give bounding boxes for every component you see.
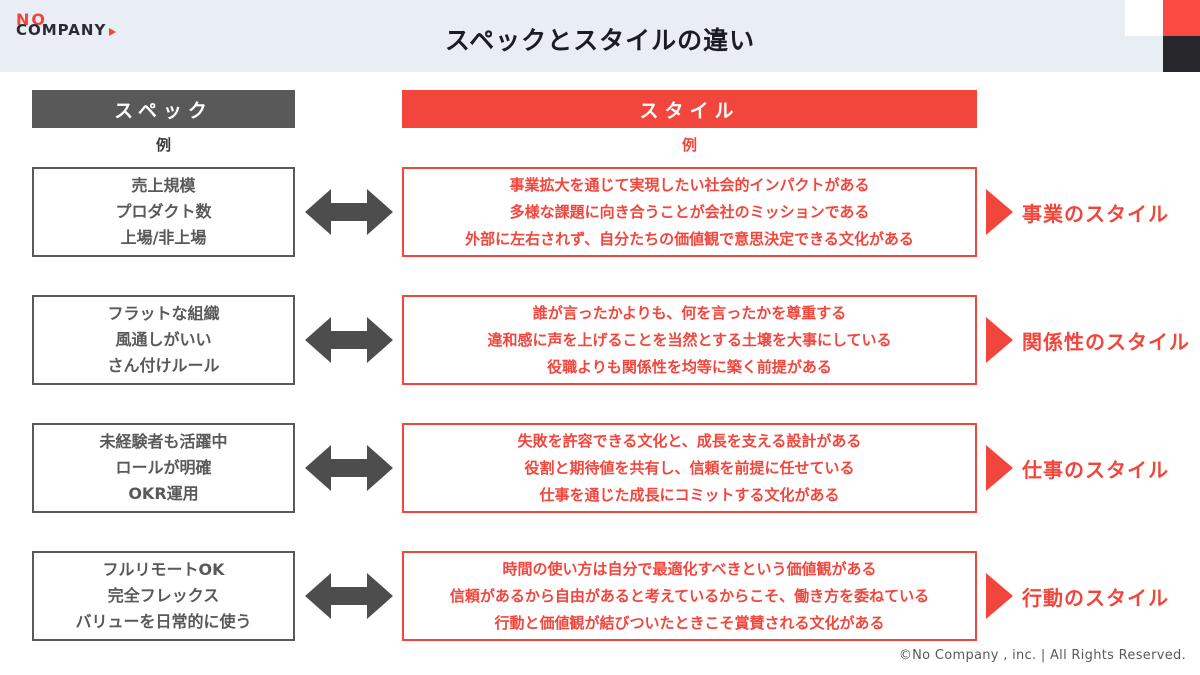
double-arrow-icon bbox=[305, 573, 393, 619]
row-label: 事業のスタイル bbox=[1022, 201, 1169, 226]
spec-column-header: スペック bbox=[32, 90, 295, 128]
style-line: 外部に左右されず、自分たちの価値観で意思決定できる文化がある bbox=[465, 229, 914, 248]
header-band bbox=[0, 0, 1200, 72]
corner-dark-square bbox=[1163, 36, 1200, 72]
style-line: 信頼があるから自由があると考えているからこそ、働き方を委ねている bbox=[449, 586, 930, 605]
double-arrow-icon bbox=[305, 317, 393, 363]
style-box: 時間の使い方は自分で最適化すべきという価値観がある 信頼があるから自由があると考… bbox=[402, 551, 977, 641]
right-triangle-icon bbox=[986, 445, 1013, 491]
style-example-label: 例 bbox=[681, 136, 697, 154]
spec-line: 未経験者も活躍中 bbox=[99, 432, 228, 451]
style-line: 役割と期待値を共有し、信頼を前提に任せている bbox=[524, 458, 855, 477]
double-arrow-icon bbox=[305, 445, 393, 491]
right-triangle-icon bbox=[986, 317, 1013, 363]
style-line: 誰が言ったかよりも、何を言ったかを尊重する bbox=[532, 303, 847, 322]
spec-box: フルリモートOK 完全フレックス バリューを日常的に使う bbox=[32, 551, 295, 641]
style-box: 失敗を許容できる文化と、成長を支える設計がある 役割と期待値を共有し、信頼を前提… bbox=[402, 423, 977, 513]
comparison-row-relationship: フラットな組織 風通しがいい さん付けルール 誰が言ったかよりも、何を言ったかを… bbox=[0, 295, 1200, 385]
style-box: 事業拡大を通じて実現したい社会的インパクトがある 多様な課題に向き合うことが会社… bbox=[402, 167, 977, 257]
style-line: 仕事を通じた成長にコミットする文化がある bbox=[539, 485, 840, 504]
spec-line: 売上規模 bbox=[131, 176, 196, 195]
spec-line: 完全フレックス bbox=[107, 586, 220, 605]
spec-line: プロダクト数 bbox=[115, 202, 212, 221]
row-label: 行動のスタイル bbox=[1022, 585, 1169, 610]
corner-white-square bbox=[1125, 0, 1163, 36]
copyright-text: ©No Company , inc. | All Rights Reserved… bbox=[898, 648, 1186, 663]
spec-line: フルリモートOK bbox=[102, 560, 225, 579]
row-label: 仕事のスタイル bbox=[1022, 457, 1169, 482]
logo-text-no: NO bbox=[16, 10, 47, 29]
spec-line: 風通しがいい bbox=[115, 330, 212, 349]
style-line: 時間の使い方は自分で最適化すべきという価値観がある bbox=[502, 559, 877, 578]
spec-line: さん付けルール bbox=[107, 356, 220, 375]
style-line: 失敗を許容できる文化と、成長を支える設計がある bbox=[517, 431, 862, 450]
spec-box: フラットな組織 風通しがいい さん付けルール bbox=[32, 295, 295, 385]
style-line: 違和感に声を上げることを当然とする土壌を大事にしている bbox=[487, 330, 892, 349]
corner-red-square bbox=[1163, 0, 1200, 36]
style-box: 誰が言ったかよりも、何を言ったかを尊重する 違和感に声を上げることを当然とする土… bbox=[402, 295, 977, 385]
spec-box: 未経験者も活躍中 ロールが明確 OKR運用 bbox=[32, 423, 295, 513]
double-arrow-icon bbox=[305, 189, 393, 235]
style-line: 行動と価値観が結びついたときこそ賞賛される文化がある bbox=[494, 613, 885, 632]
logo-arrow-icon bbox=[109, 28, 117, 36]
spec-line: ロールが明確 bbox=[115, 458, 212, 477]
spec-line: バリューを日常的に使う bbox=[75, 612, 252, 631]
logo-text-company: COMPANY bbox=[16, 21, 107, 39]
comparison-row-business: 売上規模 プロダクト数 上場/非上場 事業拡大を通じて実現したい社会的インパクト… bbox=[0, 167, 1200, 257]
right-triangle-icon bbox=[986, 189, 1013, 235]
style-column-header: スタイル bbox=[402, 90, 977, 128]
comparison-row-action: フルリモートOK 完全フレックス バリューを日常的に使う 時間の使い方は自分で最… bbox=[0, 551, 1200, 641]
company-logo: NO COMPANY bbox=[16, 10, 117, 39]
page-title: スペックとスタイルの違い bbox=[444, 26, 756, 55]
spec-example-label: 例 bbox=[155, 136, 171, 154]
spec-box: 売上規模 プロダクト数 上場/非上場 bbox=[32, 167, 295, 257]
style-line: 多様な課題に向き合うことが会社のミッションである bbox=[509, 202, 870, 221]
row-label: 関係性のスタイル bbox=[1022, 329, 1190, 354]
right-triangle-icon bbox=[986, 573, 1013, 619]
spec-line: 上場/非上場 bbox=[120, 228, 207, 247]
spec-line: フラットな組織 bbox=[107, 304, 220, 323]
comparison-row-work: 未経験者も活躍中 ロールが明確 OKR運用 失敗を許容できる文化と、成長を支える… bbox=[0, 423, 1200, 513]
style-line: 事業拡大を通じて実現したい社会的インパクトがある bbox=[509, 175, 870, 194]
style-line: 役職よりも関係性を均等に築く前提がある bbox=[547, 357, 832, 376]
spec-line: OKR運用 bbox=[128, 484, 199, 503]
